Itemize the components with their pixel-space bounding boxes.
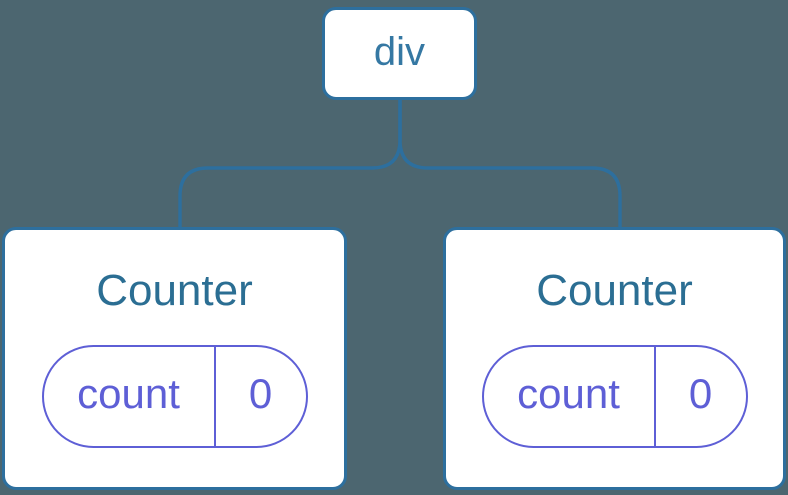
state-key-label: count xyxy=(517,370,620,418)
state-pill: count 0 xyxy=(481,344,748,448)
state-key-label: count xyxy=(77,370,180,418)
edge-root-to-right-counter xyxy=(398,100,622,229)
root-node-label: div xyxy=(373,29,426,74)
state-pill-divider xyxy=(213,346,216,446)
counter-title: Counter xyxy=(96,266,253,315)
state-pill-divider xyxy=(653,346,656,446)
state-pill: count 0 xyxy=(41,344,308,448)
root-node-div: div xyxy=(322,7,477,100)
counter-title: Counter xyxy=(536,266,693,315)
counter-node-left: Counter count 0 xyxy=(2,227,347,490)
edge-root-to-left-counter xyxy=(178,100,402,229)
state-value: 0 xyxy=(688,370,713,418)
state-value: 0 xyxy=(248,370,273,418)
counter-node-right: Counter count 0 xyxy=(443,227,786,490)
